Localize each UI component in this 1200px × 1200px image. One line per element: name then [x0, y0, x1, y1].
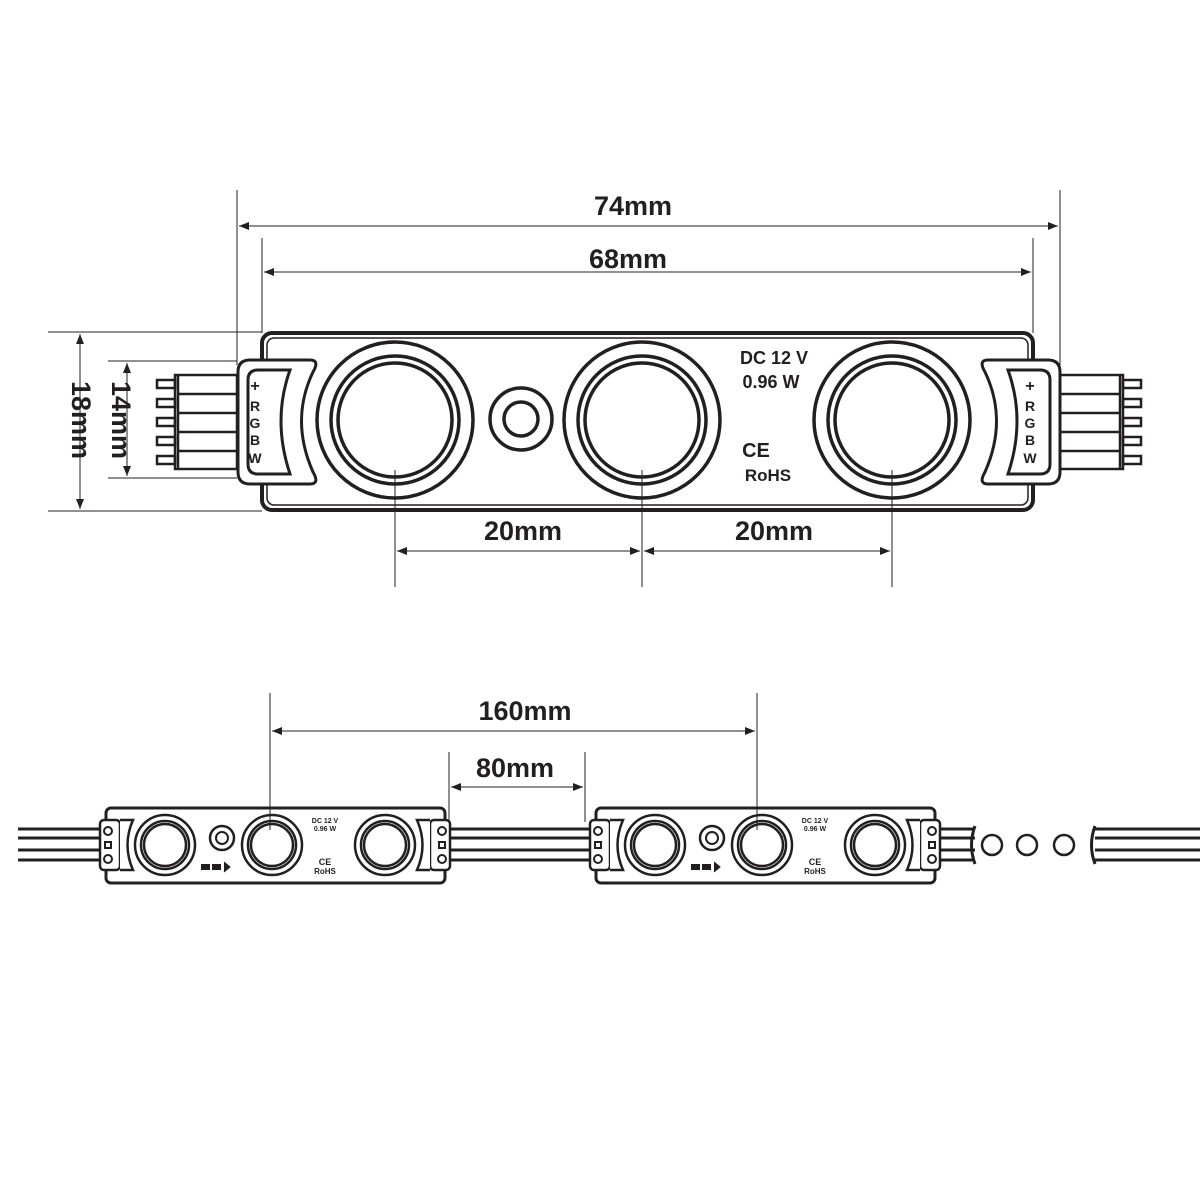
continuation-dot — [1015, 833, 1039, 857]
pin-label: + — [250, 378, 259, 395]
voltage-label: DC 12 V — [802, 818, 829, 825]
pin-label: B — [1025, 432, 1035, 448]
dim-74mm: 74mm — [594, 191, 672, 221]
lens — [240, 813, 304, 877]
continuation-dot — [980, 833, 1004, 857]
direction-arrow-icon — [201, 864, 210, 870]
mounting-hole — [698, 824, 726, 852]
module-body — [594, 806, 937, 885]
dim-18mm: 18mm — [66, 381, 96, 459]
dim-20mm-left: 20mm — [484, 516, 562, 546]
lens — [133, 813, 197, 877]
pin-label: G — [250, 415, 261, 431]
top-module — [155, 331, 1143, 512]
mounting-hole — [208, 824, 236, 852]
right-connector-pins — [1058, 373, 1143, 471]
pin-label: R — [1025, 398, 1035, 414]
connector-housing — [588, 818, 625, 872]
connector-housing — [98, 818, 135, 872]
pin-label: R — [250, 398, 260, 414]
pin-label: W — [1023, 450, 1037, 466]
pin-label: + — [1025, 378, 1034, 395]
lens — [353, 813, 417, 877]
rohs-mark: RoHS — [745, 466, 791, 485]
dim-20mm-right: 20mm — [735, 516, 813, 546]
left-pin-labels: + R G B W — [248, 378, 262, 466]
dim-80mm: 80mm — [476, 753, 554, 783]
continuation-dot — [1052, 833, 1076, 857]
ce-mark: CE — [319, 857, 332, 867]
lens — [623, 813, 687, 877]
power-label: 0.96 W — [742, 372, 799, 392]
rohs-mark: RoHS — [314, 867, 336, 876]
lens — [730, 813, 794, 877]
dimension-lines-top — [48, 190, 1061, 587]
direction-arrow-icon — [691, 864, 700, 870]
wire-bundle — [18, 825, 1200, 865]
dim-68mm: 68mm — [589, 244, 667, 274]
power-label: 0.96 W — [314, 826, 337, 833]
ce-mark: CE — [742, 440, 770, 462]
module-body — [104, 806, 447, 885]
dim-160mm: 160mm — [478, 696, 571, 726]
pin-label: G — [1025, 415, 1036, 431]
ce-mark: CE — [809, 857, 822, 867]
dimension-lines-bottom — [269, 693, 758, 830]
connector-housing — [905, 818, 942, 872]
right-pin-labels: + R G B W — [1023, 378, 1037, 466]
right-connector-housing — [980, 358, 1062, 486]
left-connector-pins — [155, 373, 239, 471]
power-label: 0.96 W — [804, 826, 827, 833]
dim-14mm: 14mm — [106, 381, 136, 459]
lens — [843, 813, 907, 877]
voltage-label: DC 12 V — [312, 818, 339, 825]
voltage-label: DC 12 V — [740, 348, 808, 368]
connector-housing — [415, 818, 452, 872]
left-connector-housing — [236, 358, 318, 486]
pin-label: B — [250, 432, 260, 448]
rohs-mark: RoHS — [804, 867, 826, 876]
mounting-hole — [488, 386, 554, 452]
pin-label: W — [248, 450, 262, 466]
